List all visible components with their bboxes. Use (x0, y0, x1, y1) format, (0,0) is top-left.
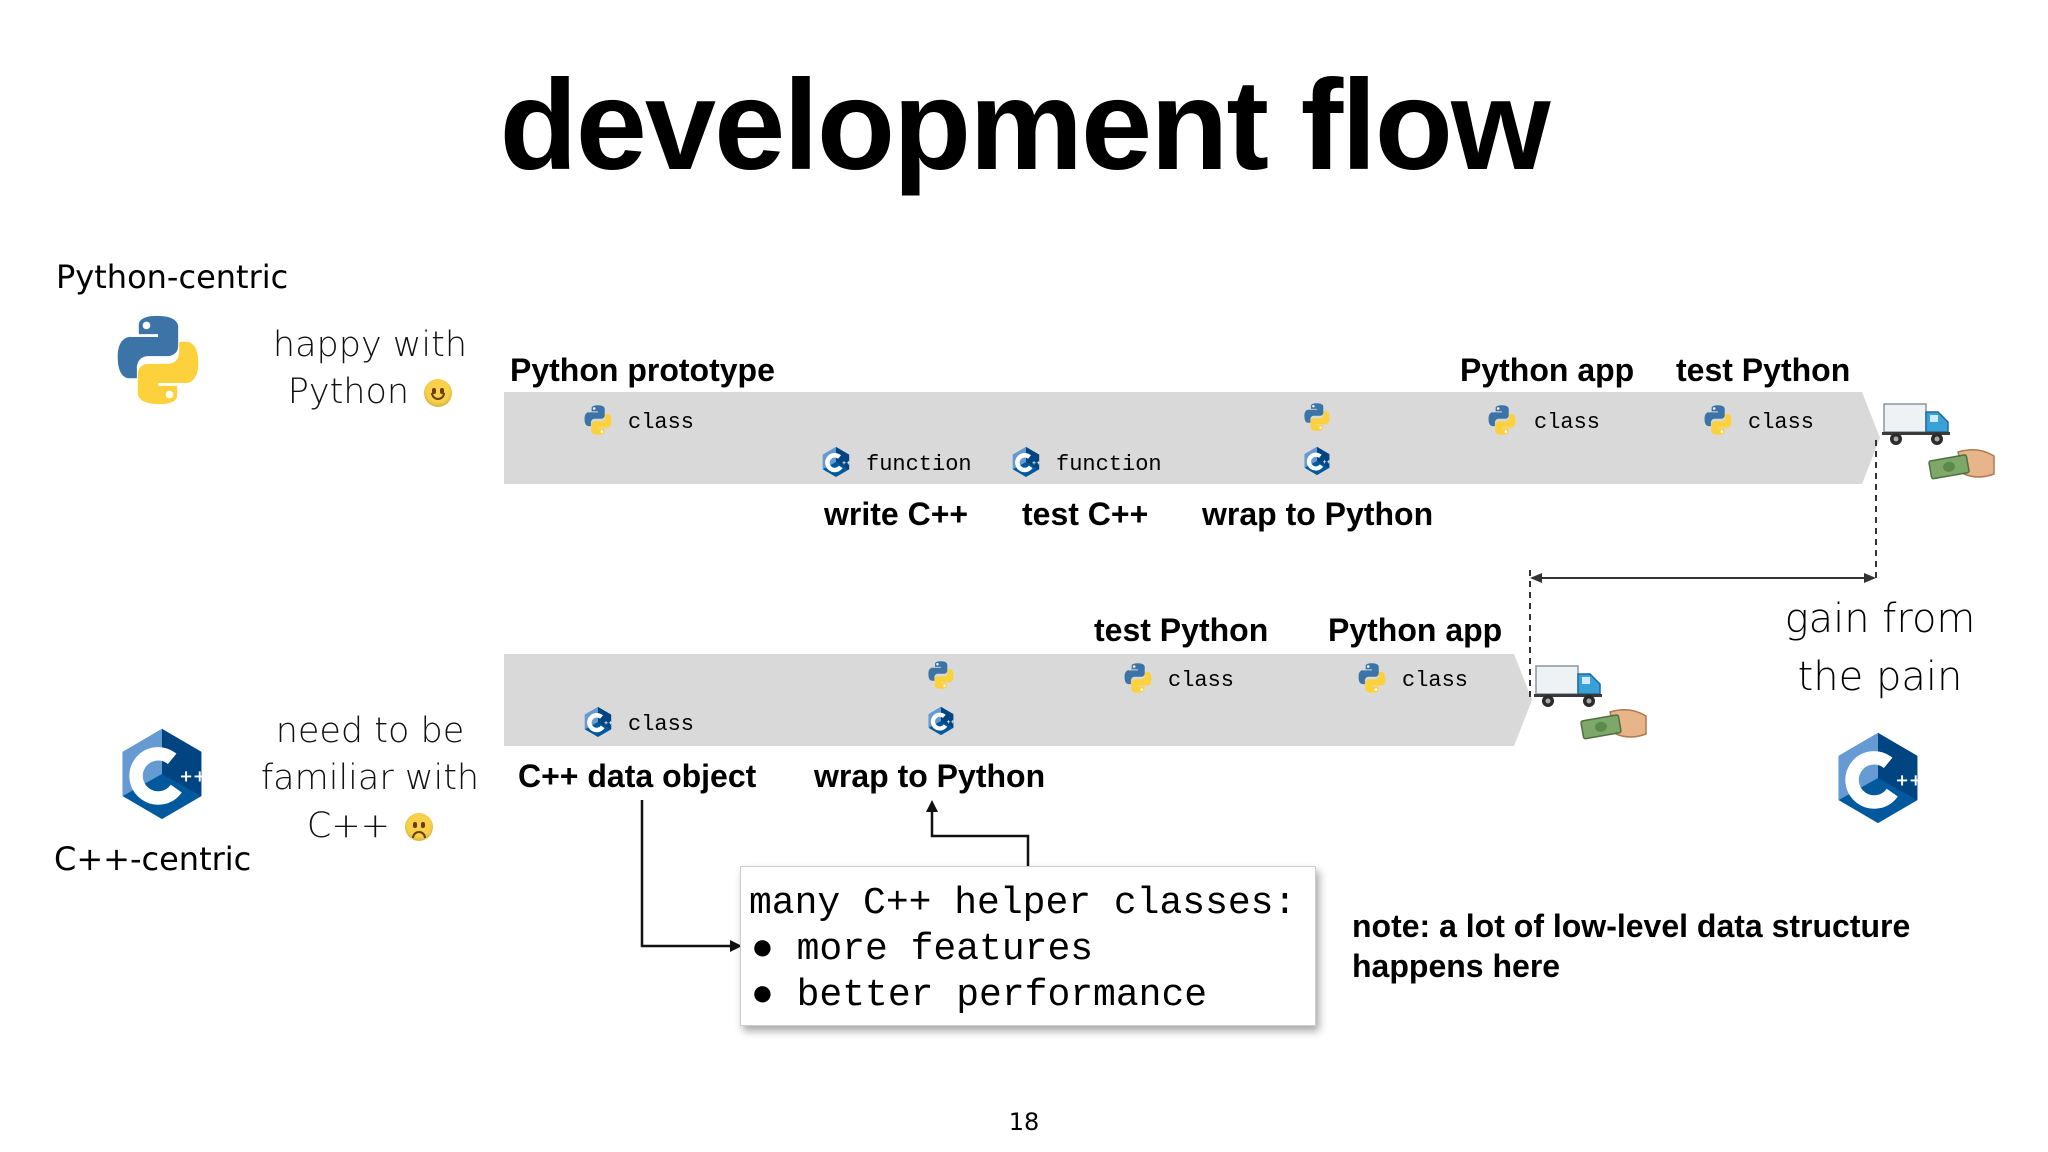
bottom-flow-band (504, 654, 1514, 746)
cpp-icon (926, 706, 956, 736)
happy-line-2: Python (250, 369, 490, 416)
need-note: need to be familiar with C++ (250, 708, 490, 850)
top-stage-test-python: test Python (1676, 352, 1851, 388)
box-to-wrap-line (930, 806, 1030, 866)
bottom-stage-test-python: test Python (1094, 612, 1269, 648)
python-centric-label: Python-centric (56, 258, 289, 296)
top-function-label-1: function (866, 452, 972, 477)
top-stage-write-cpp: write C++ (824, 496, 969, 532)
python-icon (1356, 662, 1388, 694)
cpp-icon (1302, 446, 1332, 476)
data-object-to-box-line (640, 800, 738, 948)
gain-line-1: gain from (1784, 596, 1976, 642)
cpp-logo-icon (1830, 728, 1926, 828)
smile-emoji-icon (424, 379, 453, 408)
python-logo-icon (110, 312, 206, 408)
bottom-stage-python-app: Python app (1328, 612, 1503, 648)
delivery-truck-icon (1882, 398, 1952, 448)
bottom-flow-arrowhead (1514, 654, 1532, 746)
happy-note: happy with Python (250, 322, 490, 417)
page-number: 18 (1008, 1108, 1040, 1136)
top-stage-wrap-to-python: wrap to Python (1202, 496, 1434, 532)
top-class-label-3: class (1748, 410, 1815, 435)
happy-line-2-text: Python (287, 372, 410, 413)
python-icon (1302, 402, 1332, 432)
gain-note: gain from the pain (1760, 590, 2000, 706)
bottom-class-label-3: class (1402, 668, 1469, 693)
top-flow-arrowhead (1862, 392, 1880, 484)
python-icon (1122, 662, 1154, 694)
top-class-label-2: class (1534, 410, 1601, 435)
helper-box-bullet-2: ● better performance (751, 974, 1208, 1017)
cpp-icon (582, 706, 614, 738)
need-line-1: need to be (275, 711, 465, 751)
helper-box-bullet-2-text: better performance (796, 974, 1208, 1017)
delivery-truck-icon (1534, 660, 1604, 710)
gain-line-2: the pain (1797, 654, 1963, 700)
happy-line-1: happy with (272, 325, 468, 365)
box-to-wrap-arrow (926, 800, 938, 812)
python-icon (1702, 404, 1734, 436)
helper-classes-box: many C++ helper classes: ● more features… (740, 866, 1316, 1026)
money-hand-icon (1928, 444, 1998, 484)
helper-box-heading: many C++ helper classes: (749, 882, 1297, 925)
need-line-2: familiar with (260, 758, 480, 799)
cpp-logo-icon (114, 724, 210, 824)
bottom-stage-wrap-to-python: wrap to Python (814, 758, 1046, 794)
helper-box-bullet-1: ● more features (751, 928, 1094, 971)
bottom-stage-cpp-data-object: C++ data object (518, 758, 757, 794)
top-stage-python-app: Python app (1460, 352, 1635, 388)
cpp-icon (820, 446, 852, 478)
bottom-class-label-1: class (628, 712, 695, 737)
python-icon (582, 404, 614, 436)
need-line-3-text: C++ (306, 805, 390, 846)
top-stage-python-prototype: Python prototype (510, 352, 775, 388)
python-icon (1486, 404, 1518, 436)
low-level-note-line-1: note: a lot of low-level data structure (1352, 908, 1911, 944)
top-stage-test-cpp: test C++ (1022, 496, 1149, 532)
top-class-label-1: class (628, 410, 695, 435)
top-flow-band (504, 392, 1862, 484)
python-icon (926, 660, 956, 690)
gain-span-arrow-left (1530, 573, 1542, 583)
low-level-note: note: a lot of low-level data structure … (1352, 906, 1910, 986)
bottom-class-label-2: class (1168, 668, 1235, 693)
helper-box-bullet-1-text: more features (796, 928, 1094, 971)
need-line-3: C++ (250, 803, 490, 850)
money-hand-icon (1580, 704, 1650, 744)
top-function-label-2: function (1056, 452, 1162, 477)
cpp-icon (1010, 446, 1042, 478)
frown-emoji-icon (405, 812, 434, 841)
gain-span-arrow-right (1864, 573, 1876, 583)
low-level-note-line-2: happens here (1352, 948, 1561, 984)
page-title: development flow (499, 54, 1551, 197)
cpp-centric-label: C++-centric (54, 840, 252, 878)
